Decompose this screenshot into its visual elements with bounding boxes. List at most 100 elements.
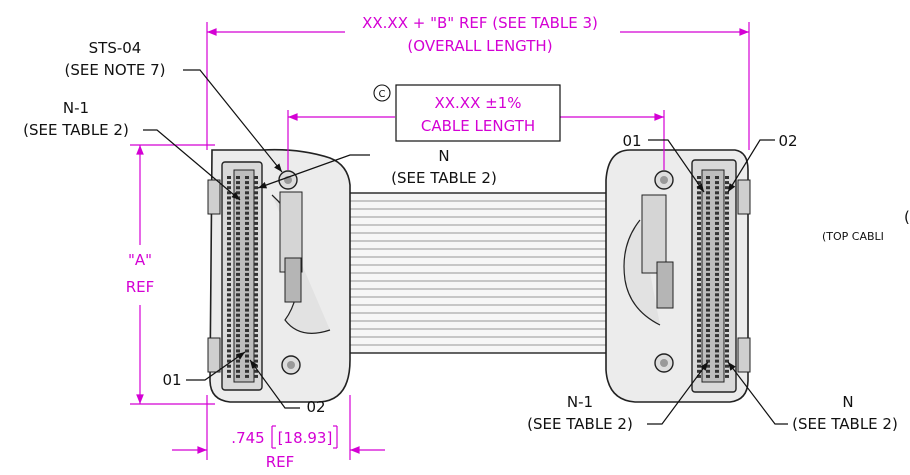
overall-length-note: (OVERALL LENGTH) [407,37,552,55]
connector-pin [236,318,240,322]
connector-pin [245,303,249,307]
connector-pin [725,186,729,190]
connector-pin [236,329,240,332]
connector-pin [254,359,258,363]
connector-pin [697,272,701,276]
connector-pin [697,181,701,185]
connector-pin [706,272,710,276]
connector-pin [245,298,249,302]
connector-pin [706,242,710,246]
connector-pin [227,329,231,332]
callout-n1-bottom: N-1 (SEE TABLE 2) [527,361,709,433]
connector-pin [715,237,719,241]
connector-pin [725,221,729,225]
connector-pin [254,247,258,251]
connector-pin [715,272,719,276]
connector-pin [715,329,719,332]
svg-text:02: 02 [778,132,797,150]
connector-pin [254,374,258,378]
connector-pin [236,278,240,281]
width-dimension: .745 [18.93] REF [172,395,385,471]
connector-pin [227,216,231,220]
connector-pin [245,354,249,358]
callout-pin02-right: 02 [727,132,798,193]
connector-pin [245,257,249,261]
connector-pin [227,369,231,373]
connector-pin [254,181,258,185]
connector-pin [715,181,719,185]
svg-text:STS-04: STS-04 [89,39,142,57]
connector-pin [254,186,258,190]
callout-n-top: N (SEE TABLE 2) [257,147,497,189]
connector-pin [725,211,729,215]
connector-pin [227,237,231,241]
connector-pin [236,191,240,195]
connector-pin [725,206,729,210]
connector-pin [725,318,729,322]
connector-pin [715,216,719,220]
connector-pin [706,176,710,179]
connector-pin [227,334,231,338]
right-pin-rows [697,176,729,378]
connector-pin [236,323,240,327]
svg-text:(: ( [904,208,910,226]
connector-pin [697,237,701,241]
connector-pin [227,293,231,297]
connector-pin [697,267,701,271]
connector-pin [715,323,719,327]
connector-pin [715,278,719,281]
svg-text:N-1: N-1 [567,393,593,411]
connector-pin [245,288,249,292]
connector-pin [245,181,249,185]
connector-pin [254,298,258,302]
connector-pin [254,318,258,322]
connector-pin [236,227,240,230]
connector-pin [725,374,729,378]
connector-pin [715,257,719,261]
connector-pin [706,334,710,338]
connector-pin [706,308,710,312]
connector-pin [227,283,231,287]
connector-pin [706,211,710,215]
connector-pin [715,359,719,363]
connector-pin [715,262,719,266]
connector-pin [245,339,249,343]
connector-pin [706,354,710,358]
connector-pin [697,262,701,266]
connector-pin [697,303,701,307]
connector-pin [715,196,719,200]
connector-pin [725,267,729,271]
connector-pin [245,237,249,241]
callout-n1-top: N-1 (SEE TABLE 2) [23,99,241,201]
connector-pin [245,359,249,363]
connector-pin [245,374,249,378]
connector-pin [697,206,701,210]
connector-pin [227,298,231,302]
connector-pin [254,308,258,312]
connector-pin [245,221,249,225]
connector-pin [697,323,701,327]
connector-pin [236,181,240,185]
connector-pin [236,283,240,287]
connector-pin [254,206,258,210]
connector-pin [715,186,719,190]
connector-pin [715,344,719,348]
connector-pin [227,349,231,353]
connector-pin [725,359,729,363]
connector-pin [715,303,719,307]
cable-length-dimension: XX.XX ±1% CABLE LENGTH C [287,84,665,170]
connector-pin [227,374,231,378]
connector-pin [245,176,249,179]
connector-pin [254,344,258,348]
connector-pin [254,303,258,307]
connector-pin [706,288,710,292]
connector-pin [706,181,710,185]
connector-pin [706,303,710,307]
connector-pin [236,364,240,368]
connector-pin [236,242,240,246]
connector-pin [236,176,240,179]
connector-pin [706,201,710,205]
connector-pin [706,374,710,378]
connector-pin [697,318,701,322]
connector-pin [725,308,729,312]
